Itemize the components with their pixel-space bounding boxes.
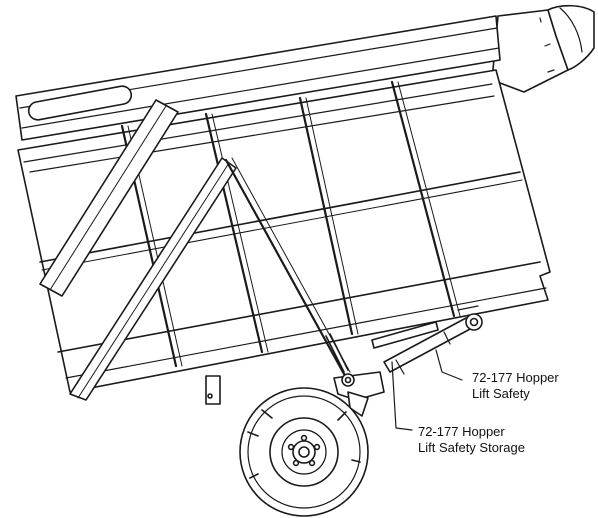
callout-lift-safety: 72-177 Hopper Lift Safety — [472, 370, 559, 401]
leader-line-lift-safety-storage — [391, 361, 413, 431]
leader-line-lift-safety — [435, 349, 463, 381]
hopper-ribs — [120, 80, 461, 368]
callout-storage-line1: 72-177 Hopper — [418, 424, 505, 439]
callout-storage-line2: Lift Safety Storage — [418, 440, 525, 455]
discharge-spout — [491, 4, 595, 93]
lift-arm-front — [39, 99, 237, 401]
hopper-top-rim — [15, 15, 501, 141]
callout-lift-safety-storage: 72-177 Hopper Lift Safety Storage — [418, 424, 525, 455]
frame-leg — [205, 375, 221, 405]
hinge-bracket — [333, 371, 385, 417]
wheel — [239, 387, 369, 517]
callout-lift-safety-line1: 72-177 Hopper — [472, 370, 559, 385]
callout-lift-safety-line2: Lift Safety — [472, 386, 530, 401]
lift-cylinder — [383, 305, 483, 375]
lift-safety-strut — [224, 157, 351, 376]
lift-safety-storage — [371, 321, 439, 349]
